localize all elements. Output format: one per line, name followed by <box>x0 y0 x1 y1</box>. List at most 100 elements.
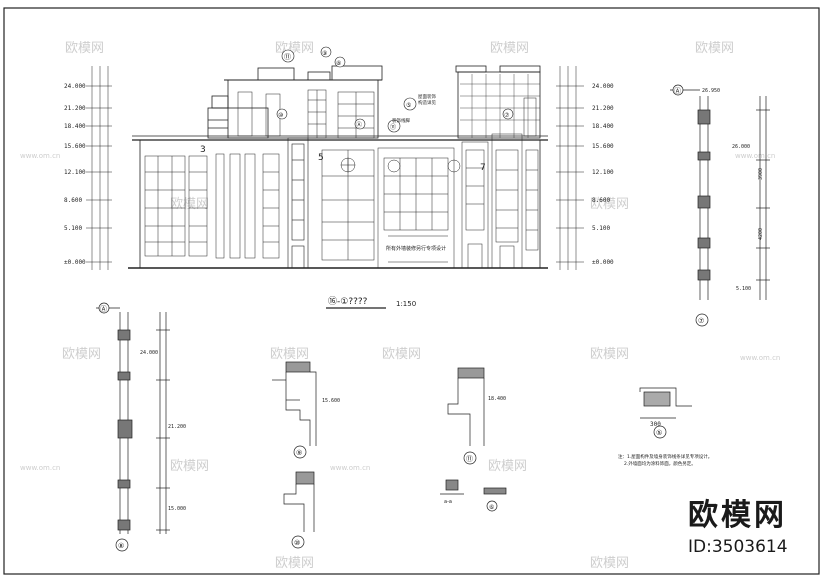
section-dim: 4200 <box>758 228 764 240</box>
detail-label: ⑪ <box>466 455 473 463</box>
callout-label: ⑪ <box>284 53 291 61</box>
watermark-url: www.om.cn <box>20 152 60 160</box>
level-label: 5.100 <box>64 225 82 232</box>
sheet-border <box>3 7 820 575</box>
roof-note: 装饰线脚 <box>392 117 410 124</box>
round-window <box>447 159 461 173</box>
watermark-layer: 欧模网 欧模网 欧模网 欧模网 欧模网 欧模网 欧模网 欧模网 欧模网 欧模网 … <box>20 41 780 571</box>
roof-parapet <box>499 65 541 73</box>
callout-labels: ⑪ ⑨ ⑧ ⑩ Ⓐ ⑪ ⑦ ⑤ <box>278 50 510 131</box>
section-elev: 26.950 <box>702 88 720 94</box>
elevation-labels-right: 24.000 21.200 18.400 15.600 12.100 8.600… <box>592 83 614 266</box>
elevation-title: ⑯-①???? <box>328 296 368 307</box>
roof-note: 屋面装饰 <box>418 93 436 100</box>
brand-block: 欧模网 ID:3503614 <box>688 500 808 558</box>
detail-label: ⑨ <box>296 449 302 457</box>
section-elev: 15.600 <box>322 398 340 404</box>
level-label: 15.600 <box>64 143 86 150</box>
watermark: 欧模网 <box>590 556 629 571</box>
watermark: 欧模网 <box>275 556 314 571</box>
callout-label: ⑩ <box>278 112 283 119</box>
detail-mark: a-a <box>444 499 452 505</box>
watermark-url: www.om.cn <box>740 354 780 362</box>
level-label: 12.100 <box>64 169 86 176</box>
brand-name: 欧模网 <box>688 498 787 533</box>
watermark: 欧模网 <box>62 347 101 362</box>
callouts <box>276 46 514 133</box>
level-label: 8.600 <box>64 197 82 204</box>
elevation-scale: 1:150 <box>396 300 416 308</box>
section-elev: 5.100 <box>736 286 751 292</box>
callout-label: ⑤ <box>406 102 411 109</box>
facade-tiles <box>460 74 540 138</box>
callout-label: ⑦ <box>504 112 510 119</box>
watermark: 欧模网 <box>270 347 309 362</box>
watermark: 欧模网 <box>170 197 209 212</box>
curtain-wall <box>377 147 461 269</box>
dimension-column-left <box>86 66 112 270</box>
watermark-url: www.om.cn <box>735 152 775 160</box>
section-elev: 15.000 <box>168 506 186 512</box>
section-elev: 21.200 <box>168 424 186 430</box>
general-note: 注：1.屋面构件及墙身装饰线条详见专项设计。 <box>618 453 712 460</box>
elevation-view <box>86 65 584 270</box>
watermark-url: www.om.cn <box>20 464 60 472</box>
building-note: 所有外墙装修另行专项设计 <box>386 245 446 252</box>
detail-label: ⑦ <box>698 317 704 325</box>
level-label: ±0.000 <box>592 259 614 266</box>
detail-6 <box>440 479 507 512</box>
callout-label: ⑨ <box>322 50 327 57</box>
detail-11 <box>447 367 485 465</box>
callout-label: Ⓐ <box>356 121 362 129</box>
elevation-labels-left: 24.000 21.200 18.400 15.600 12.100 8.600… <box>64 83 86 266</box>
section-dim: 300 <box>650 421 661 428</box>
model-id: ID:3503614 <box>688 537 788 557</box>
watermark: 欧模网 <box>490 41 529 56</box>
window-bay <box>215 153 280 259</box>
wall-section-left <box>96 302 170 552</box>
roof-parapet <box>455 65 487 73</box>
detail-label: ⑧ <box>118 542 124 550</box>
watermark: 欧模网 <box>275 41 314 56</box>
stair-tower <box>287 137 309 269</box>
level-label: 8.600 <box>592 197 610 204</box>
wall-section-right <box>670 84 770 327</box>
section-elev: 26.000 <box>732 144 750 150</box>
upper-block-left-top <box>227 79 379 139</box>
roof-parapet <box>257 67 295 81</box>
detail-5 <box>639 387 692 439</box>
level-label: 5.100 <box>592 225 610 232</box>
right-tower <box>461 133 539 269</box>
level-label: 12.100 <box>592 169 614 176</box>
detail-label: ⑥ <box>489 504 494 511</box>
level-label: 24.000 <box>592 83 614 90</box>
grid-number: 7 <box>480 163 486 173</box>
watermark: 欧模网 <box>170 459 209 474</box>
detail-9 <box>272 361 317 459</box>
watermark: 欧模网 <box>488 459 527 474</box>
upper-windows <box>237 89 537 139</box>
section-elev: 24.000 <box>140 350 158 356</box>
upper-block-right <box>457 71 541 139</box>
general-note: 2.外墙面均为涂料饰面，颜色另定。 <box>624 460 696 467</box>
watermark: 欧模网 <box>590 197 629 212</box>
roof-parapet <box>307 71 331 81</box>
window-bay <box>321 149 375 261</box>
callout-label: ⑪ <box>390 123 396 131</box>
axis-label: Ⓐ <box>100 305 107 313</box>
watermark: 欧模网 <box>65 41 104 56</box>
round-window <box>387 159 401 173</box>
roof-parapet <box>331 65 383 81</box>
level-label: ±0.000 <box>64 259 86 266</box>
grid-number: 5 <box>318 153 324 163</box>
dimension-column-right <box>556 66 584 270</box>
roof-note: 构造详见 <box>418 99 436 106</box>
callout-label: ⑧ <box>336 60 341 67</box>
detail-10 <box>283 471 315 549</box>
axis-label: Ⓐ <box>674 87 681 95</box>
watermark-url: www.om.cn <box>330 464 370 472</box>
level-label: 21.200 <box>592 105 614 112</box>
grid-number: 3 <box>200 145 206 155</box>
level-label: 15.600 <box>592 143 614 150</box>
